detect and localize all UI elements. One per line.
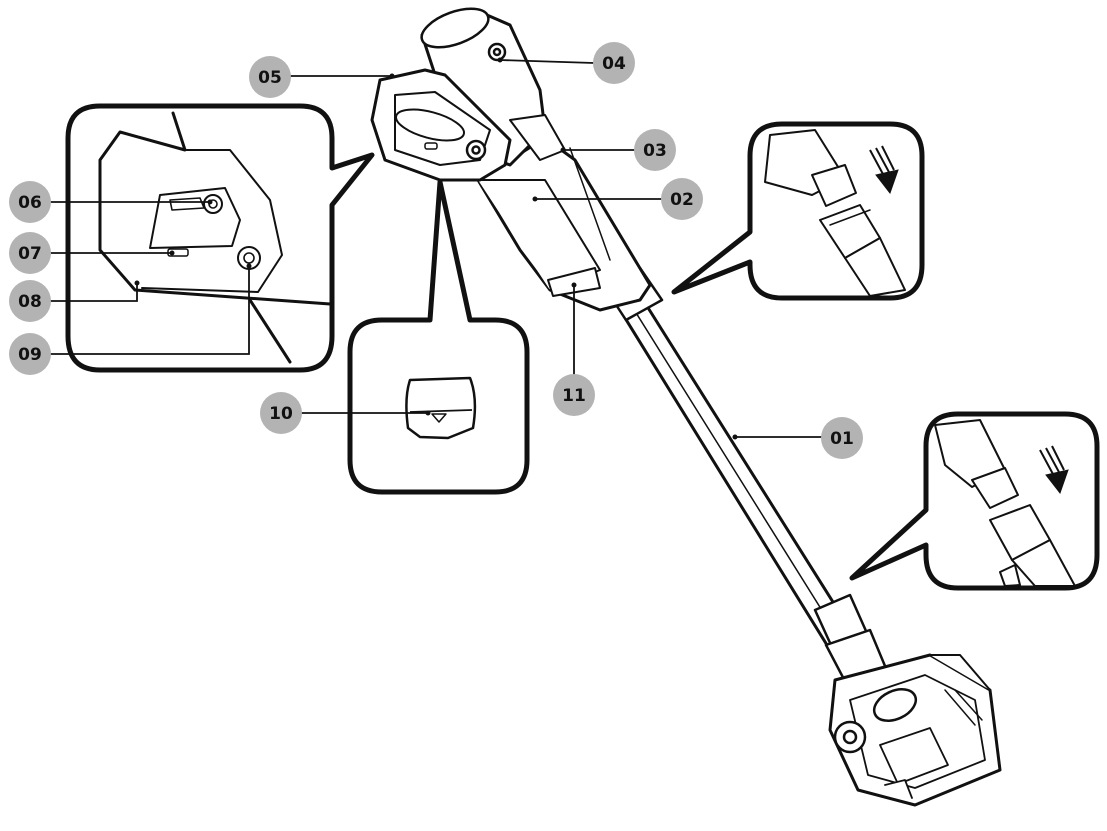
callout-05-label: 05 <box>258 68 282 88</box>
callout-10: 10 <box>260 392 302 434</box>
leader-08 <box>48 283 138 302</box>
release-button-inset <box>347 179 530 495</box>
callout-11: 11 <box>553 374 595 416</box>
leader-lines <box>48 59 822 438</box>
arrow-down-icon <box>869 145 899 195</box>
callout-07-label: 07 <box>18 244 42 264</box>
callout-01: 01 <box>821 417 863 459</box>
callout-04-label: 04 <box>602 54 626 74</box>
callout-10-label: 10 <box>269 404 293 424</box>
callout-09: 09 <box>9 333 51 375</box>
arrow-down-icon <box>1039 445 1069 495</box>
handle <box>370 68 512 182</box>
callout-02: 02 <box>661 178 703 220</box>
floor-brush-head <box>828 653 1002 807</box>
motor-cap <box>420 7 566 167</box>
vacuum-body <box>476 136 652 312</box>
callout-11-label: 11 <box>562 386 586 406</box>
callout-08-label: 08 <box>18 292 42 312</box>
callout-01-label: 01 <box>830 429 854 449</box>
leader-04 <box>499 59 595 64</box>
leader-dots <box>134 57 738 440</box>
callout-02-label: 02 <box>670 190 694 210</box>
callout-08: 08 <box>9 280 51 322</box>
handle-detail-inset <box>65 103 375 373</box>
extension-tube <box>601 266 897 708</box>
callout-05: 05 <box>249 56 291 98</box>
leader-09 <box>48 266 250 355</box>
callout-03: 03 <box>634 129 676 171</box>
callout-04: 04 <box>593 42 635 84</box>
callout-07: 07 <box>9 232 51 274</box>
callout-badges: 01 02 03 04 05 06 07 08 <box>9 42 863 459</box>
tube-connection-inset-bottom <box>849 411 1100 591</box>
stick-vacuum-illustration <box>370 7 1002 807</box>
callout-09-label: 09 <box>18 345 42 365</box>
callout-03-label: 03 <box>643 141 667 161</box>
callout-06-label: 06 <box>18 193 42 213</box>
callout-06: 06 <box>9 181 51 223</box>
tube-connection-inset-top <box>671 121 925 301</box>
